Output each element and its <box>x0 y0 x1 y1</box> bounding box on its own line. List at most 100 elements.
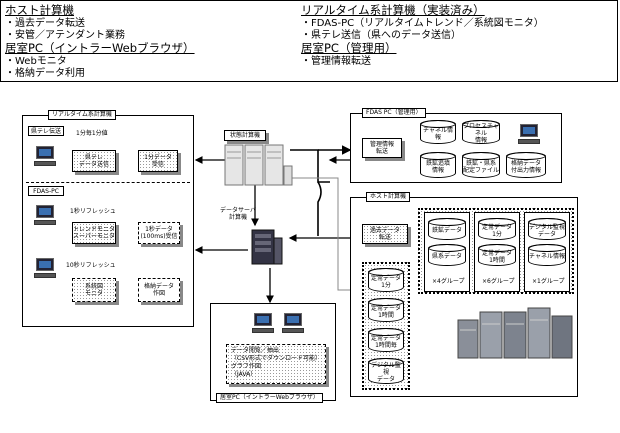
digital-monitor-line2: データ <box>537 230 556 238</box>
prefecture-data-text: 県系データ <box>431 253 462 260</box>
process-channel-db: プロセスチャネル 情報 <box>462 120 500 144</box>
steady-1hour-line2: 1時間 <box>489 256 505 264</box>
room-item-1: ・Webモニタ <box>5 56 67 67</box>
steel-config-line1: 鉄鉱・県系 <box>465 159 496 167</box>
room-pc-icon-1 <box>252 313 274 335</box>
fdas-pc-icon-2 <box>34 258 56 280</box>
steel-data-text: 鉄鉱データ <box>431 227 462 234</box>
system-monitor-box: 系統図 モニタ <box>72 278 116 302</box>
data-server-icon <box>251 229 283 265</box>
group3-count: ×1グループ <box>532 278 565 285</box>
room-pc-desc-box: データ閲覧／抽出 （CSV形式でダウンロード可能） グラフ作図 （JAVA） <box>226 344 326 384</box>
system-monitor-line2: モニタ <box>84 290 103 297</box>
stack-1hour-line1: 定常データ <box>370 304 401 312</box>
mgmt-info-line1: 管理情報 <box>369 141 394 148</box>
stack-hourly-line2: 1時間毎 <box>375 341 397 349</box>
data-1min-receive-box: 1分データ 受信 <box>138 150 178 172</box>
digital-monitor-db: デジタル監視 データ <box>528 218 566 240</box>
stack-steady-1hour-db: 定常データ 1時間 <box>368 298 404 322</box>
fdas-pc-label: FDAS-PC <box>28 186 64 196</box>
host-channel-info-db: チャネル情報 <box>528 244 566 266</box>
host-title: ホスト計算機 <box>5 3 74 17</box>
steady-1min-db: 定常データ 1分 <box>478 218 516 240</box>
stack-steady-1min-db: 定常データ 1分 <box>368 268 404 292</box>
data-server-line1: データサーバ <box>220 207 256 214</box>
steel-info-line1: 鉄鉱追填 <box>425 159 450 167</box>
data-1min-line1: 1分データ <box>144 154 172 161</box>
stored-data-line1: 格納データ <box>143 283 174 290</box>
system-monitor-line1: 系統図 <box>84 283 103 290</box>
summary-header: ホスト計算機 ・過去データ転送 ・安管／アテンダント業務 居室PC（イントラーW… <box>0 0 618 82</box>
trend-monitor-line2: スーパーモニタ <box>73 233 115 240</box>
steady-1hour-line1: 定常データ <box>481 249 512 257</box>
fdas-mgmt-title: FDAS PC（管理用） <box>362 108 426 118</box>
room-item-2: ・格納データ利用 <box>5 68 85 79</box>
room-pc-icon-2 <box>282 313 304 335</box>
every-1min-label: 1分毎1分値 <box>76 130 108 137</box>
steel-data-db: 鉄鉱データ <box>428 218 466 240</box>
steel-config-db: 鉄鉱・県系 配定ファイル <box>462 152 500 178</box>
trend-monitor-line1: トレンドモニタ <box>73 226 116 233</box>
steady-1min-line2: 1分 <box>492 230 502 238</box>
rt-item-1: ・FDAS-PC（リアルタイムトレンド／系統図モニタ） <box>301 18 544 29</box>
steel-info-line2: 情報 <box>431 166 444 174</box>
stored-output-line1: 格納データ <box>510 159 541 167</box>
ken-data-send-line1: 県テレ <box>84 154 103 161</box>
realtime-panel-title: リアルタイム系計算機 <box>48 110 116 120</box>
fdas-mgmt-pc-icon <box>518 124 540 146</box>
ken-tele-label: 県テレ伝送 <box>28 126 64 136</box>
stored-output-line2: 付出力情報 <box>510 166 541 174</box>
stored-output-db: 格納データ 付出力情報 <box>506 152 546 178</box>
past-data-transfer-box: 過去データ 転送 <box>362 224 408 244</box>
data-1s-line1: 1秒データ <box>145 226 173 233</box>
steel-config-line2: 配定ファイル <box>463 166 500 174</box>
host-panel-title: ホスト計算機 <box>366 192 411 202</box>
refresh-10s-label: 10秒リフレッシュ <box>66 262 116 269</box>
data-server-line2: 計算機 <box>228 214 247 221</box>
ken-data-send-line2: データ送信 <box>78 161 109 168</box>
steel-info-db: 鉄鉱追填 情報 <box>420 152 456 178</box>
steady-1hour-db: 定常データ 1時間 <box>478 244 516 266</box>
digital-monitor-line1: デジタル監視 <box>529 223 565 231</box>
mgmt-info-transfer-box: 管理情報 転送 <box>362 138 402 158</box>
rt-title: リアルタイム系計算機（実装済み） <box>301 3 485 17</box>
stack-1min-line1: 定常データ <box>370 274 401 282</box>
group1-count: ×4グループ <box>432 278 465 285</box>
stack-digital-line1: デジタル監視 <box>371 362 401 376</box>
stack-1hour-line2: 1時間 <box>378 311 394 319</box>
section-divider <box>26 182 190 183</box>
room-desc-line1: データ閲覧／抽出 <box>231 347 280 354</box>
steady-1min-line1: 定常データ <box>481 223 512 231</box>
stack-digital-line2: データ <box>376 376 395 383</box>
room-title: 居室PC（イントラーWebブラウザ） <box>5 41 195 55</box>
host-channel-info-text: チャネル情報 <box>529 253 565 260</box>
stack-1min-line2: 1分 <box>381 281 391 289</box>
refresh-1s-label: 1秒リフレッシュ <box>70 208 116 215</box>
data-1s-line2: (100ms)受信 <box>140 233 178 240</box>
group2-count: ×6グループ <box>482 278 515 285</box>
prefecture-data-db: 県系データ <box>428 244 466 266</box>
data-1s-receive-box: 1秒データ (100ms)受信 <box>138 222 180 244</box>
room-pc-title: 居室PC（イントラーWebブラウザ） <box>216 393 323 403</box>
stored-data-plot-box: 格納データ 作図 <box>138 278 180 302</box>
channel-info-text: チャネル情報 <box>423 126 453 141</box>
host-item-1: ・過去データ転送 <box>5 18 85 29</box>
trend-monitor-box: トレンドモニタ スーパーモニタ <box>72 222 116 244</box>
status-computer-icon <box>224 144 293 186</box>
stack-hourly-line1: 定常データ <box>370 334 401 342</box>
mainframe-icon <box>457 307 573 359</box>
data-1min-line2: 受信 <box>151 161 164 168</box>
room-desc-line2: （CSV形式でダウンロード可能） <box>231 355 322 362</box>
status-computer-label: 状態計算機 <box>224 130 266 141</box>
channel-info-db: チャネル情報 <box>420 120 456 144</box>
stored-data-line2: 作図 <box>152 290 165 297</box>
ken-data-send-box: 県テレ データ送信 <box>72 150 116 172</box>
mgmt-info-line2: 転送 <box>375 148 388 155</box>
stack-digital-db: デジタル監視 データ <box>368 358 404 384</box>
mgmt-title: 居室PC（管理用） <box>301 41 397 55</box>
rt-item-2: ・県テレ送信（県へのデータ送信） <box>301 30 461 41</box>
mgmt-item-1: ・管理情報転送 <box>301 56 371 67</box>
data-server-label: データサーバ 計算機 <box>216 204 260 224</box>
ken-pc-icon <box>34 146 56 168</box>
room-desc-line3: グラフ作図 <box>231 363 262 370</box>
